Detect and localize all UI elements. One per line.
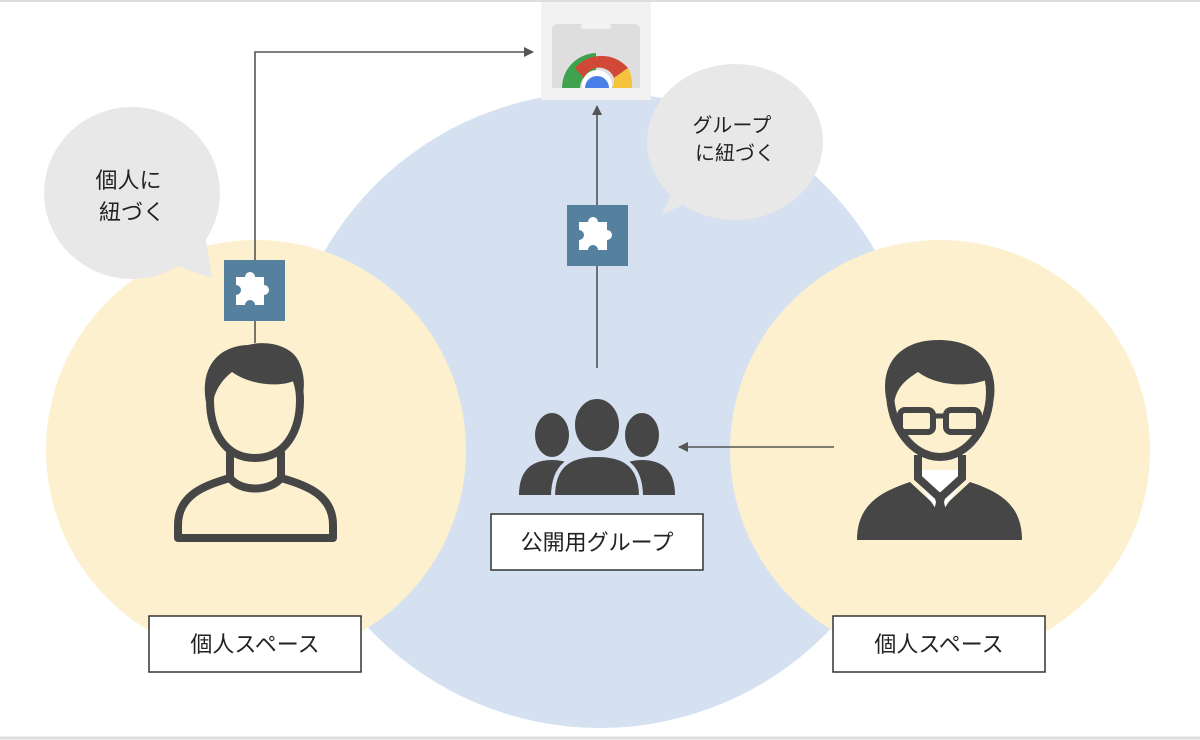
bubble-line-2: 紐づく [99,201,165,226]
svg-text:グループ に紐づく: グループ に紐づく [692,113,777,165]
puzzle-piece-icon[interactable] [567,205,628,266]
person-hair [204,343,304,408]
left-space-label: 個人スペース [148,615,362,673]
group-label: 公開用グループ [490,513,704,571]
group-binding-bubble: グループ に紐づく [647,64,823,220]
puzzle-piece-icon[interactable] [224,260,285,321]
personal-binding-bubble: 個人に 紐づく [44,107,220,279]
businessman-icon [857,340,1022,540]
personal-extension-arrow [254,47,534,343]
svg-text:個人に 紐づく: 個人に 紐づく [95,169,168,226]
right-space-label: 個人スペース [832,615,1046,673]
left-space-label-text: 個人スペース [190,633,319,658]
right-space-label-text: 個人スペース [874,633,1003,658]
group-label-text: 公開用グループ [521,531,674,556]
personal-space-circle-left [46,240,466,660]
bubble-line-1: 個人に [95,169,161,194]
group-icon [519,395,675,499]
bubble-line-2: に紐づく [695,141,775,165]
chrome-web-store-icon[interactable] [541,2,651,100]
bubble-line-1: グループ [692,113,771,137]
personal-space-circle-right [730,240,1150,660]
